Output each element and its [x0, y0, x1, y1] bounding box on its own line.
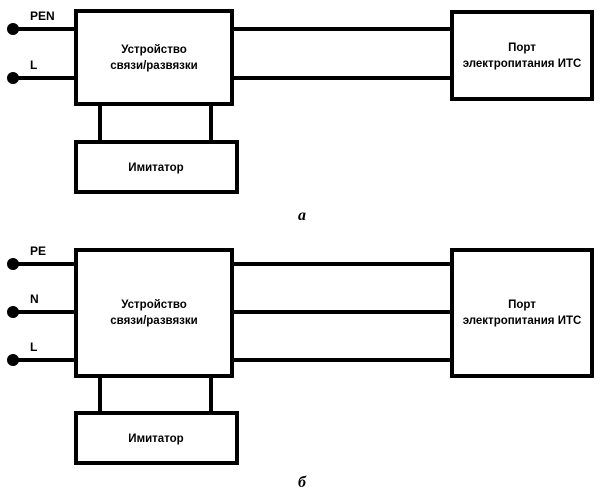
- diagram-a-simulator-box: [74, 140, 239, 194]
- diagram-b-coupling-box-label-line2: связи/развязки: [110, 315, 197, 327]
- diagram-a-group: Устройство связи/развязки Имитатор Порт …: [7, 9, 594, 224]
- diagram-a-wire-label-l: L: [30, 58, 37, 72]
- diagram-b-power-port-label-line1: Порт: [508, 299, 536, 311]
- diagram-b-simulator-box-label: Имитатор: [128, 433, 183, 445]
- diagram-a-coupling-box-label-line2: связи/развязки: [110, 60, 197, 72]
- diagram-b-caption: б: [298, 474, 307, 491]
- diagram-a-power-port-label-line2: электропитания ИТС: [463, 58, 582, 70]
- diagram-b-coupling-decoupling-box: [74, 248, 234, 378]
- diagram-a-power-port-box: [450, 10, 594, 101]
- diagram-a-caption: а: [298, 207, 306, 224]
- diagram-a-terminal-dot-pen: [7, 23, 19, 35]
- diagram-a-terminal-dot-l: [7, 72, 19, 84]
- diagram-a-coupling-decoupling-box: [74, 9, 234, 106]
- diagram-b-wire-label-n: N: [30, 292, 39, 306]
- diagram-b-terminal-dot-n: [7, 306, 19, 318]
- diagram-a-simulator-box-label: Имитатор: [128, 162, 183, 174]
- diagram-b-coupling-box-label-line1: Устройство: [121, 299, 187, 311]
- diagram-b-power-port-box: [450, 248, 594, 378]
- diagram-b-power-port-label-line2: электропитания ИТС: [463, 315, 582, 327]
- diagram-a-wire-label-pen: PEN: [30, 9, 55, 23]
- diagram-a-power-port-label-line1: Порт: [508, 42, 536, 54]
- diagram-b-group: Устройство связи/развязки Имитатор Порт …: [7, 244, 594, 491]
- diagram-b-terminal-dot-pe: [7, 258, 19, 270]
- diagram-b-wire-label-l: L: [30, 340, 37, 354]
- diagram-b-simulator-box: [74, 411, 239, 465]
- diagram-b-wire-label-pe: PE: [30, 244, 46, 258]
- diagram-b-terminal-dot-l: [7, 354, 19, 366]
- diagram-a-coupling-box-label-line1: Устройство: [121, 44, 187, 56]
